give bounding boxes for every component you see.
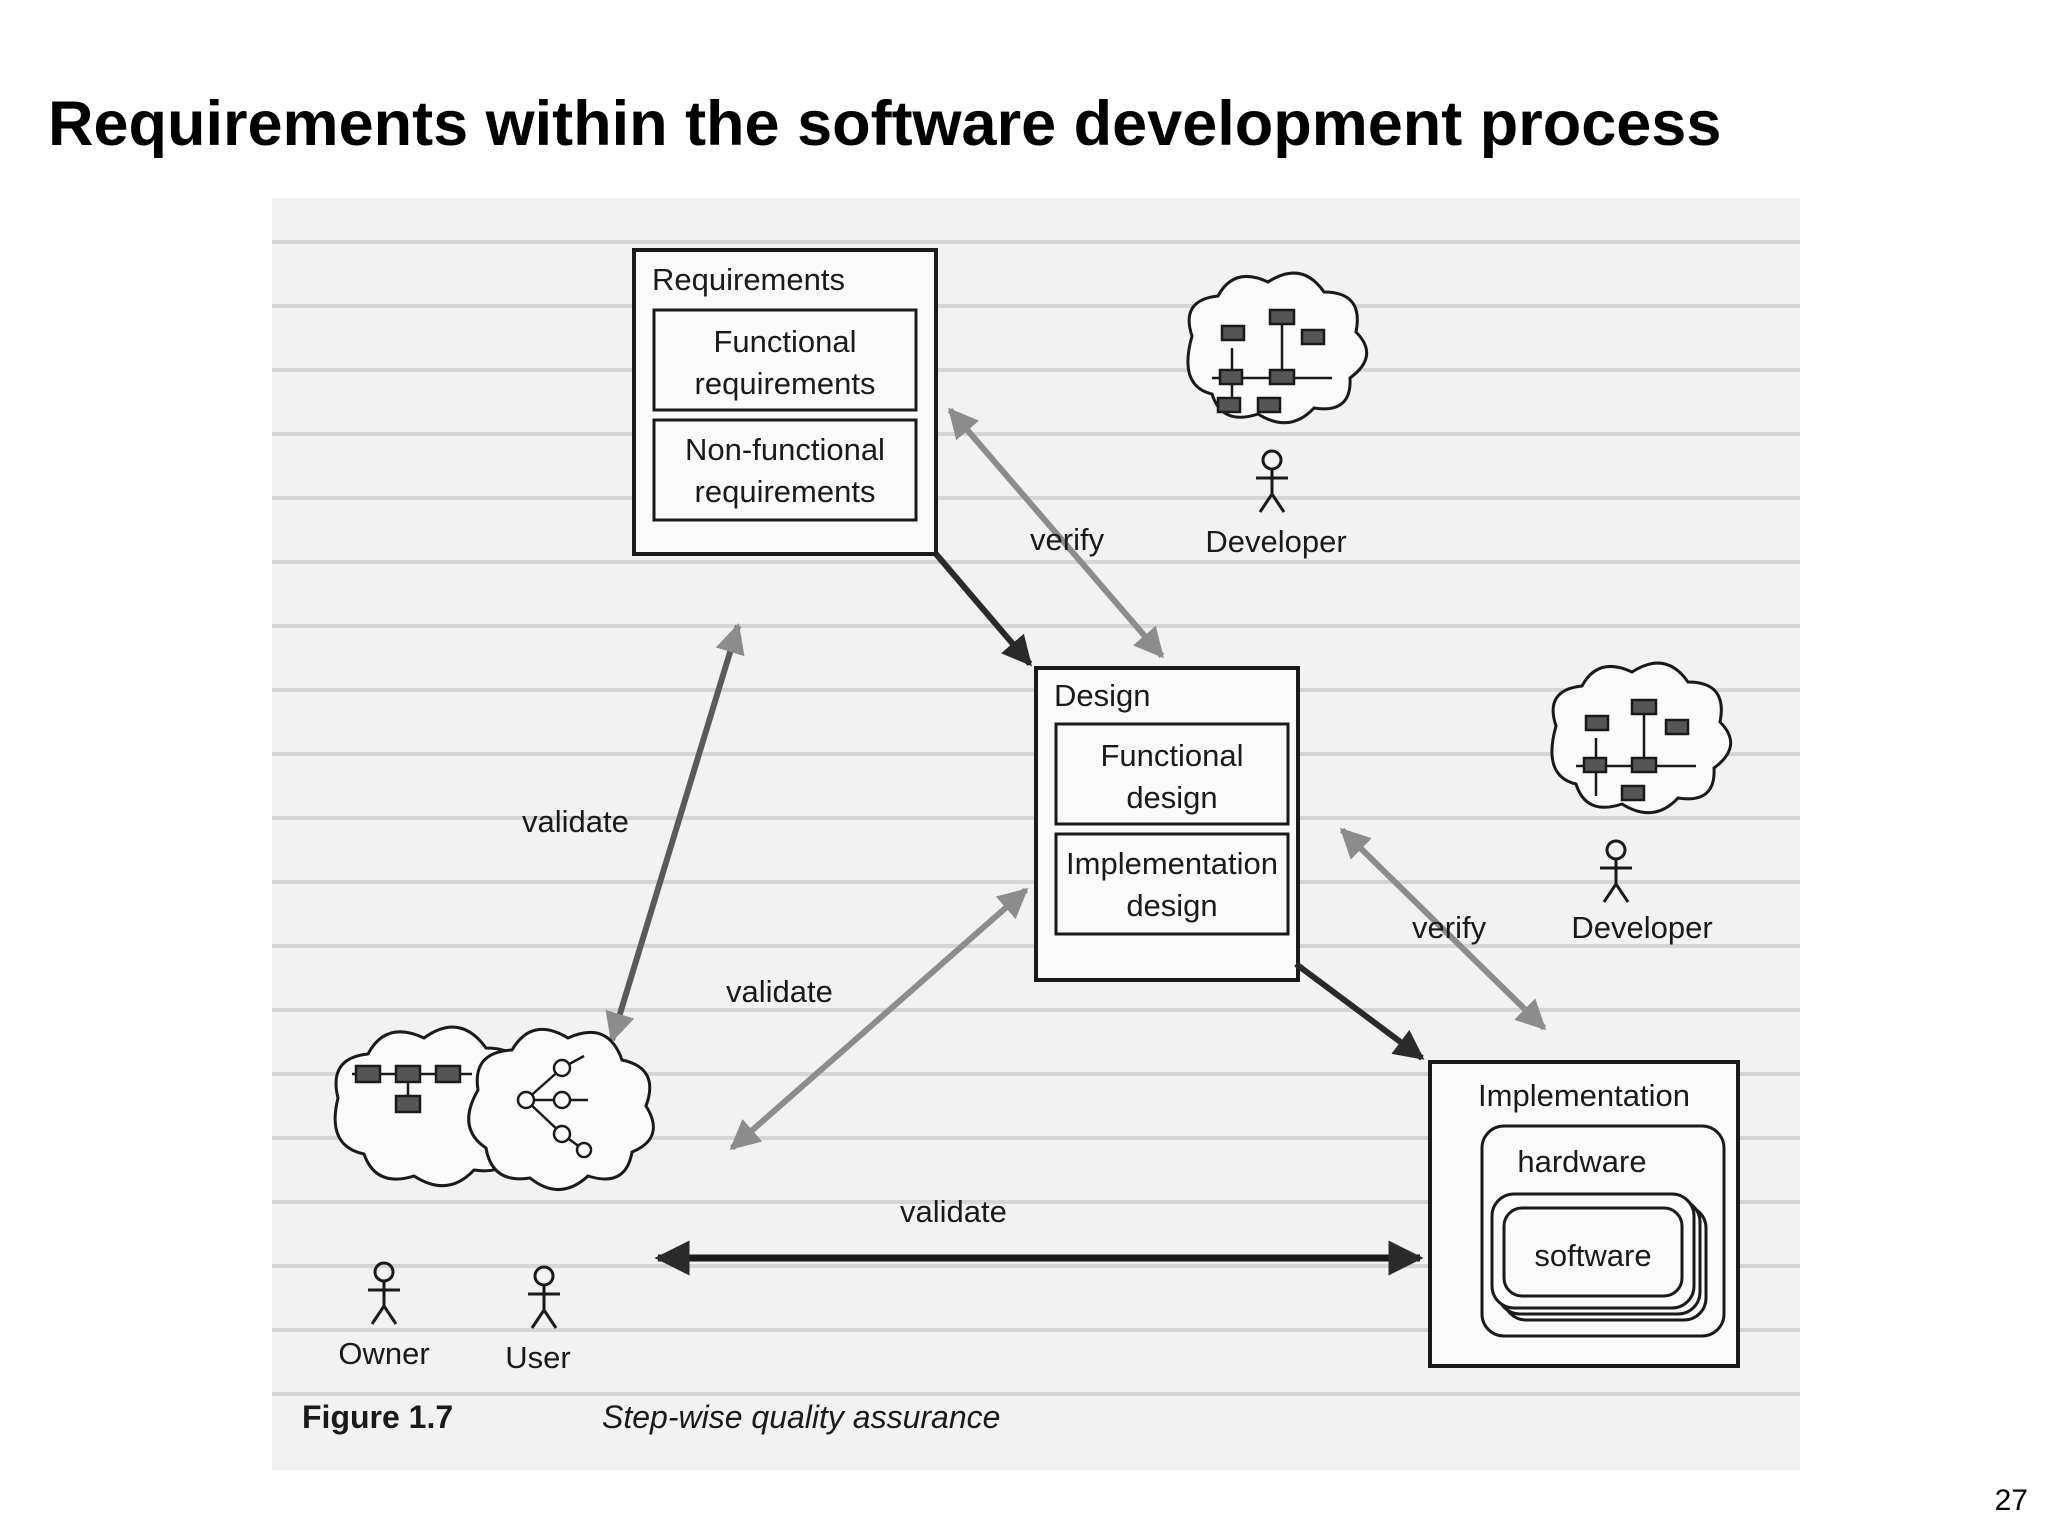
nonfunctional-requirements-line2: requirements: [695, 474, 876, 509]
slide-title: Requirements within the software develop…: [48, 89, 1722, 159]
design-box: Design Functional design Implementation …: [1034, 666, 1300, 982]
verify-bottom-arrow: [1339, 827, 1547, 1031]
page-number: 27: [1994, 1484, 2028, 1517]
implementation-title: Implementation: [1478, 1078, 1690, 1113]
owner-label: Owner: [338, 1336, 429, 1371]
stick-figure-icon: [528, 1265, 560, 1329]
validate-mid-arrow: [729, 887, 1029, 1151]
implementation-design-line2: design: [1126, 888, 1217, 923]
software-label: software: [1534, 1238, 1651, 1273]
tree-diagram-icon: [516, 1054, 593, 1159]
figure-caption: Step-wise quality assurance: [602, 1399, 1000, 1435]
cloud-icon: [467, 1028, 655, 1191]
design-title: Design: [1054, 678, 1151, 713]
user-label: User: [505, 1340, 570, 1375]
network-diagram-icon: [352, 1064, 472, 1114]
stick-figure-icon: [1600, 839, 1632, 903]
validate-left-arrow: [605, 623, 745, 1043]
developer-top-label: Developer: [1205, 524, 1346, 559]
hardware-label: hardware: [1517, 1144, 1646, 1179]
figure-number: Figure 1.7: [302, 1399, 453, 1435]
functional-design-line2: design: [1126, 780, 1217, 815]
software-stack: [1490, 1192, 1708, 1322]
functional-requirements-line1: Functional: [713, 324, 856, 359]
verify-bottom-label: verify: [1412, 910, 1487, 945]
functional-requirements-line2: requirements: [695, 366, 876, 401]
stick-figure-icon: [1256, 449, 1288, 513]
validate-mid-label: validate: [726, 974, 833, 1009]
connectors: [605, 407, 1547, 1276]
developer-mid-actor: Developer: [1550, 661, 1732, 945]
stick-figure-icon: [368, 1261, 400, 1325]
developer-mid-label: Developer: [1571, 910, 1712, 945]
functional-design-line1: Functional: [1100, 738, 1243, 773]
verify-top-label: verify: [1030, 522, 1105, 557]
implementation-design-line1: Implementation: [1066, 846, 1278, 881]
requirements-box: Requirements Functional requirements Non…: [632, 248, 938, 556]
figure-diagram: Requirements Functional requirements Non…: [272, 198, 1800, 1470]
validate-left-label: validate: [522, 804, 629, 839]
figure-scan: Requirements Functional requirements Non…: [272, 198, 1800, 1470]
developer-top-actor: Developer: [1186, 271, 1368, 559]
validate-bottom-label: validate: [900, 1194, 1007, 1229]
verify-top-arrow: [947, 407, 1165, 659]
owner-user-actors: Owner User: [333, 1025, 655, 1375]
requirements-title: Requirements: [652, 262, 845, 297]
nonfunctional-requirements-line1: Non-functional: [685, 432, 885, 467]
network-diagram-icon: [1576, 698, 1696, 802]
implementation-box: Implementation hardware software: [1428, 1060, 1740, 1368]
network-diagram-icon: [1212, 308, 1332, 414]
